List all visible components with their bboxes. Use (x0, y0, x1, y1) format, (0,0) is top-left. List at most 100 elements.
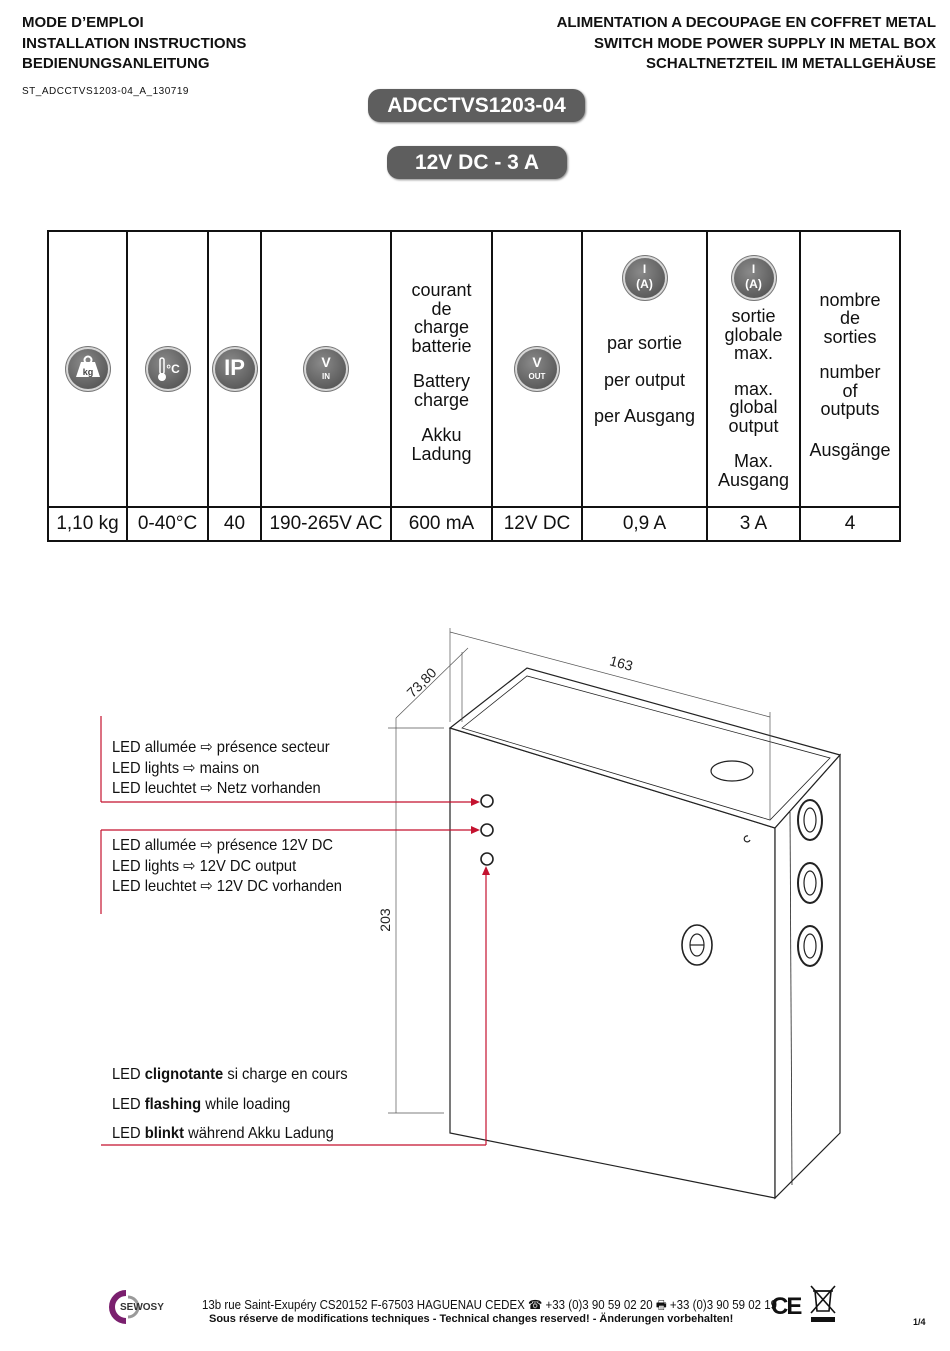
value-weight: 1,10 kg (47, 506, 128, 542)
value-outputs-count: 4 (799, 506, 901, 542)
outputs-line: of (842, 380, 858, 401)
ip-icon-label: IP (224, 355, 245, 380)
brand-name: SEWOSY (120, 1302, 164, 1313)
spec-table: kg °C IP V IN (47, 230, 901, 542)
led-output-note: LED allumée ⇨ présence 12V DC LED lights… (112, 836, 342, 898)
weee-bin-icon (810, 1285, 836, 1322)
page-number: 1/4 (913, 1317, 926, 1327)
product-de: SCHALTNETZTEIL IM METALLGEHÄUSE (646, 55, 936, 72)
global-output-line: Max. (733, 451, 773, 471)
footer-address: 13b rue Saint-Exupéry CS20152 F-67503 HA… (202, 1296, 777, 1317)
weight-header: kg (47, 230, 128, 508)
current-icon: I (A) (624, 258, 665, 298)
led-charge-de-post: während Akku Ladung (183, 1125, 334, 1142)
battery-header-line: batterie (411, 335, 472, 356)
global-output-line: global (729, 397, 778, 417)
value-voltage-out: 12V DC (491, 506, 583, 542)
sewosy-logo: SEWOSY (109, 1290, 164, 1324)
ip-header: IP (207, 230, 262, 508)
global-output-line: max. (733, 378, 773, 399)
global-output-line: output (728, 415, 779, 436)
global-output-line: Ausgang (717, 469, 790, 490)
header-right: ALIMENTATION A DECOUPAGE EN COFFRET META… (557, 13, 936, 75)
current-bottom: (A) (745, 277, 762, 291)
vin-bottom: IN (322, 372, 330, 381)
global-output-line: sortie (731, 306, 776, 326)
global-output-line: globale (724, 324, 783, 345)
led-mains-de: LED leuchtet ⇨ Netz vorhanden (112, 780, 321, 797)
current-top: I (642, 262, 647, 276)
led-charge-fr-post: si charge en cours (223, 1066, 348, 1083)
outputs-line: outputs (820, 399, 880, 420)
fax-number: +33 (0)3 90 59 02 19 (669, 1298, 778, 1312)
product-en: SWITCH MODE POWER SUPPLY IN METAL BOX (594, 34, 936, 52)
battery-header-line: charge (413, 389, 470, 410)
product-drawing: 163 73,80 203 (100, 628, 842, 1200)
led-charge-de-bold: blinkt (144, 1125, 184, 1142)
dimension-height: 203 (377, 908, 393, 932)
temperature-header: °C (126, 230, 209, 508)
voltage-out-header: V OUT (491, 230, 583, 508)
per-output-line: per Ausgang (593, 406, 696, 426)
led-output-fr: LED allumée ⇨ présence 12V DC (112, 837, 333, 854)
title-de: BEDIENUNGSANLEITUNG (22, 55, 210, 72)
weight-icon-label: kg (82, 367, 93, 377)
led-charge-en-bold: flashing (144, 1095, 202, 1113)
led-charge-en: LED flashing while loading (112, 1090, 348, 1120)
battery-charge-header: courant de charge batterie Battery charg… (390, 230, 493, 508)
model-badge: ADCCTVS1203-04 (368, 89, 585, 122)
outputs-count-header: nombre de sorties number of outputs Ausg… (799, 230, 901, 508)
led-charge-de-pre: LED (112, 1125, 145, 1142)
led-mains-note: LED allumée ⇨ présence secteur LED light… (112, 738, 330, 800)
value-per-output: 0,9 A (581, 506, 708, 542)
voltage-badge: 12V DC - 3 A (387, 146, 567, 179)
battery-header-line: Ladung (411, 443, 472, 464)
led-charge-en-pre: LED (112, 1095, 145, 1113)
battery-header-line: Battery (412, 371, 471, 391)
voltage-in-header: V IN (260, 230, 392, 508)
per-output-header: I (A) par sortie per output per Ausgang (581, 230, 708, 508)
voltage-in-icon: V IN (306, 349, 346, 389)
battery-header-line: Akku (421, 425, 462, 445)
weight-icon: kg (67, 349, 108, 389)
outputs-line: de (839, 308, 861, 329)
led-charge-note: LED clignotante si charge en cours LED f… (112, 1060, 348, 1149)
battery-header-line: charge (413, 317, 470, 337)
global-output-header: I (A) sortie globale max. max. global ou… (706, 230, 801, 508)
battery-header-line: de (431, 298, 452, 319)
phone-number: +33 (0)3 90 59 02 20 (545, 1298, 653, 1312)
address-text: 13b rue Saint-Exupéry CS20152 F-67503 HA… (202, 1298, 525, 1312)
vin-top: V (321, 354, 331, 370)
value-battery-charge: 600 mA (390, 506, 493, 542)
led-charge-fr-bold: clignotante (144, 1066, 224, 1083)
vout-top: V (532, 354, 542, 370)
title-fr: MODE D’EMPLOI (22, 14, 144, 31)
led-charge-de: LED blinkt während Akku Ladung (112, 1119, 348, 1149)
fax-icon: 🖶 (655, 1298, 667, 1312)
current-bottom: (A) (636, 277, 653, 291)
voltage-out-icon: V OUT (517, 349, 557, 389)
outputs-line: Ausgänge (809, 439, 891, 460)
value-global-output: 3 A (706, 506, 801, 542)
product-fr: ALIMENTATION A DECOUPAGE EN COFFRET META… (556, 14, 936, 31)
led-mains-fr: LED allumée ⇨ présence secteur (112, 739, 330, 756)
dimension-depth: 73,80 (403, 664, 439, 700)
document-reference: ST_ADCCTVS1203-04_A_130719 (22, 86, 189, 97)
header-left: MODE D’EMPLOI INSTALLATION INSTRUCTIONS … (22, 13, 246, 75)
temperature-icon-label: °C (166, 362, 180, 376)
global-output-line: max. (733, 343, 773, 363)
temperature-icon: °C (147, 349, 188, 389)
outputs-line: number (819, 362, 881, 383)
footer-disclaimer: Sous réserve de modifications techniques… (209, 1313, 734, 1325)
led-output-en: LED lights ⇨ 12V DC output (112, 857, 297, 875)
spec-value-row: 1,10 kg 0-40°C 40 190-265V AC 600 mA 12V… (47, 506, 901, 542)
spec-header-row: kg °C IP V IN (47, 230, 901, 508)
value-ip: 40 (207, 506, 262, 542)
ip-icon: IP (214, 349, 255, 389)
title-en: INSTALLATION INSTRUCTIONS (22, 34, 247, 52)
outputs-line: sorties (823, 326, 877, 347)
current-top: I (751, 262, 756, 276)
phone-icon: ☎ (528, 1298, 543, 1312)
led-output-de: LED leuchtet ⇨ 12V DC vorhanden (112, 878, 342, 895)
led-charge-en-post: while loading (201, 1095, 291, 1113)
